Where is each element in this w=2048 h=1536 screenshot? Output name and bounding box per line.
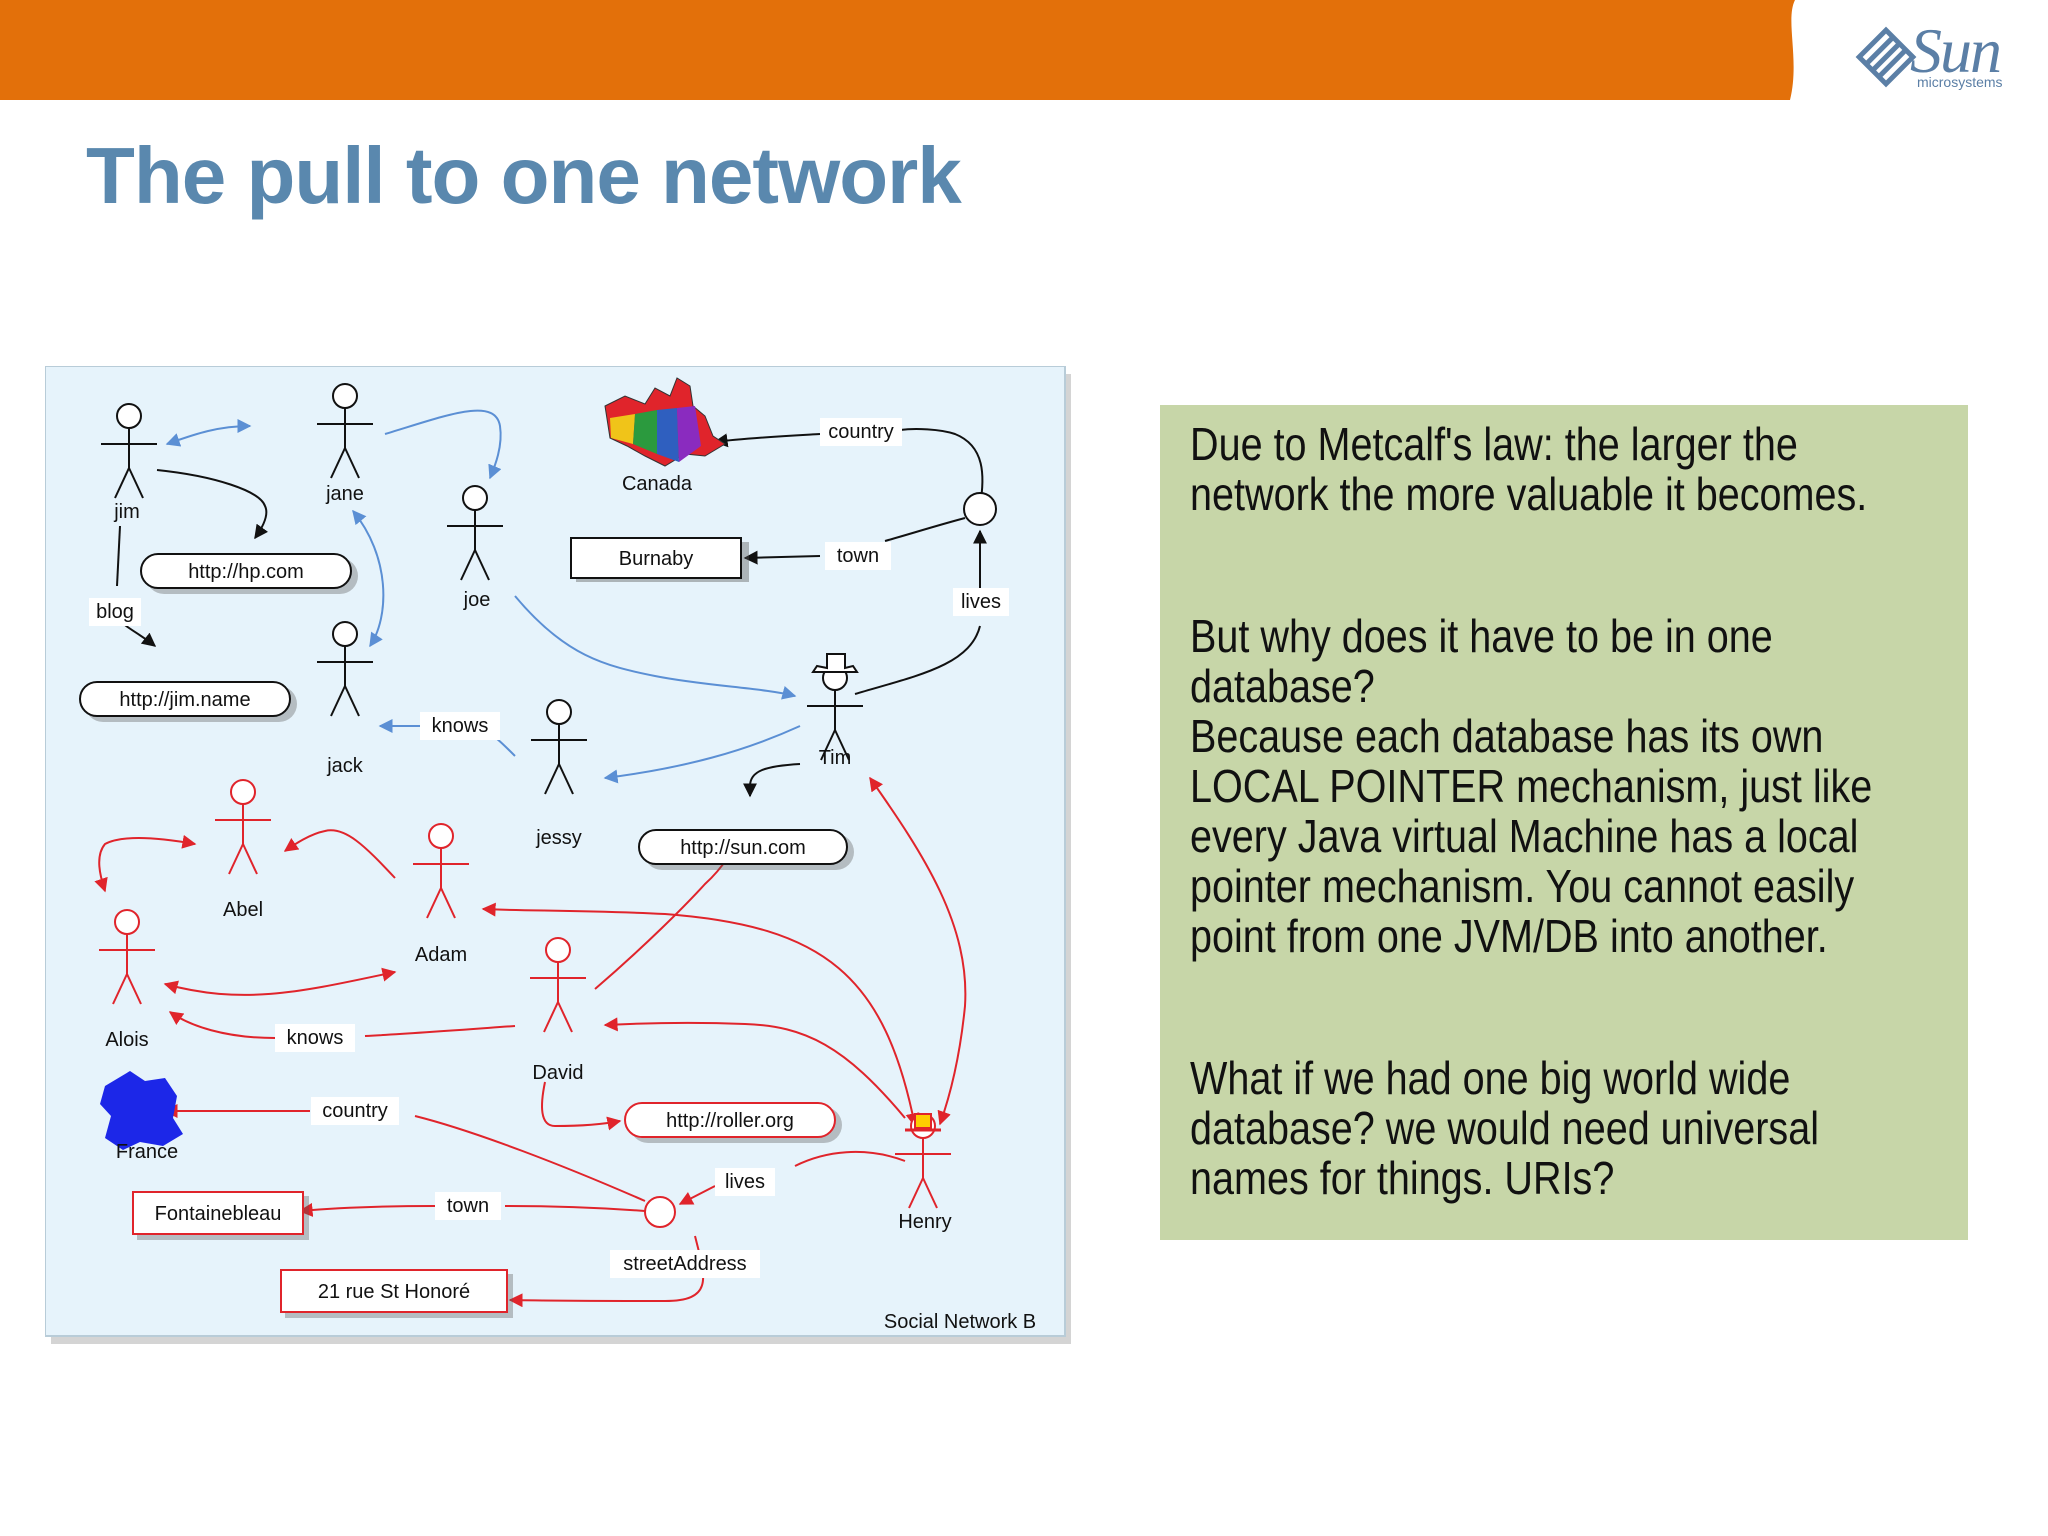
adam-abel-edge bbox=[283, 829, 396, 879]
tim-henry-edge bbox=[869, 776, 967, 1126]
edge-label-town-bottom: town bbox=[447, 1195, 489, 1217]
jane-joe-edge bbox=[384, 409, 502, 480]
country-canada-edge bbox=[713, 433, 821, 448]
edge-label-knows-top: knows bbox=[432, 715, 489, 737]
social-network-diagram: jim jane joe jack jessy Tim Abel Adam Al… bbox=[45, 366, 1071, 1344]
label-bg-country-top bbox=[820, 418, 902, 446]
label-jane: jane bbox=[325, 483, 364, 505]
brand-word: Sun bbox=[1910, 15, 2002, 86]
fireman-hat-icon bbox=[905, 1113, 941, 1132]
label-bg-town-bottom bbox=[435, 1192, 501, 1220]
canada-map-icon bbox=[604, 377, 726, 467]
town-burnaby-edge bbox=[743, 550, 821, 565]
label-bg-town-top bbox=[825, 542, 891, 570]
url-sun-pill bbox=[638, 829, 854, 870]
paragraph-why-one-db: But why does it have to be in one databa… bbox=[1190, 610, 1773, 712]
henry-david-edge bbox=[603, 1017, 906, 1119]
header-bar bbox=[0, 0, 1795, 100]
paragraph-local-pointer: Because each database has its own LOCAL … bbox=[1190, 710, 1873, 962]
jane-jack-edge bbox=[352, 509, 385, 648]
tim-sun-edge bbox=[743, 763, 801, 798]
blank-node-top bbox=[963, 492, 997, 526]
paragraph-universal-names: What if we had one big world wide databa… bbox=[1190, 1052, 1820, 1204]
label-abel: Abel bbox=[223, 899, 263, 921]
label-tim: Tim bbox=[819, 747, 852, 769]
label-henry: Henry bbox=[898, 1211, 951, 1233]
diagram-caption: Social Network B bbox=[884, 1311, 1036, 1333]
knows-alois-edge bbox=[168, 1011, 276, 1039]
street-country-edge bbox=[414, 1115, 646, 1202]
label-joe: joe bbox=[463, 589, 491, 611]
edge-label-lives-bottom: lives bbox=[725, 1171, 765, 1193]
node-country-edge bbox=[899, 428, 984, 507]
burnaby-box bbox=[570, 537, 749, 582]
edge-label-country-top: country bbox=[828, 421, 894, 443]
abel-alois-edge bbox=[94, 834, 197, 893]
david-roller-edge bbox=[541, 1081, 622, 1131]
label-jessy: jessy bbox=[535, 827, 582, 849]
alois-adam-edge bbox=[163, 967, 397, 996]
town-fontainebleau-edge bbox=[298, 1202, 436, 1217]
label-jack: jack bbox=[326, 755, 364, 777]
label-bg-lives-bottom bbox=[715, 1168, 775, 1196]
label-alois: Alois bbox=[105, 1029, 148, 1051]
url-sun-text: http://sun.com bbox=[680, 837, 806, 859]
label-bg-knows-top bbox=[420, 712, 500, 740]
edge-label-street-address: streetAddress bbox=[623, 1253, 746, 1275]
box-fontainebleau-text: Fontainebleau bbox=[155, 1203, 282, 1225]
label-jim: jim bbox=[113, 501, 140, 523]
edge-label-country-bottom: country bbox=[322, 1100, 388, 1122]
node-town-edge bbox=[884, 517, 966, 542]
sun-logo-icon bbox=[1855, 26, 1917, 88]
label-bg-blog bbox=[89, 598, 141, 626]
box-street-text: 21 rue St Honoré bbox=[318, 1281, 470, 1303]
label-bg-street-address bbox=[610, 1250, 760, 1278]
label-adam: Adam bbox=[415, 944, 467, 966]
cowboy-hat-icon bbox=[811, 653, 859, 673]
brand-sub: microsystems bbox=[1917, 74, 2003, 90]
label-france: France bbox=[116, 1141, 178, 1163]
edge-label-blog: blog bbox=[96, 601, 134, 623]
slide-title: The pull to one network bbox=[86, 131, 962, 220]
street-box bbox=[280, 1269, 513, 1318]
tim-jessy-edge bbox=[603, 725, 801, 784]
joe-tim-edge bbox=[514, 595, 797, 700]
label-david: David bbox=[532, 1062, 583, 1084]
lives-street-edge bbox=[678, 1185, 716, 1205]
url-jimname-text: http://jim.name bbox=[119, 689, 250, 711]
url-roller-text: http://roller.org bbox=[666, 1110, 794, 1132]
edge-label-town-top: town bbox=[837, 545, 879, 567]
url-jimname-pill bbox=[79, 681, 297, 722]
paragraph-metcalf: Due to Metcalf's law: the larger the net… bbox=[1190, 418, 1868, 520]
url-hp-pill bbox=[140, 553, 358, 594]
jim-hp-edge bbox=[156, 469, 269, 540]
tim-lives-edge bbox=[854, 625, 981, 695]
explanation-box: Due to Metcalf's law: the larger the net… bbox=[1160, 405, 1968, 1240]
jim-jane-edge bbox=[165, 419, 252, 447]
street-town-edge bbox=[504, 1205, 646, 1212]
henry-lives-edge bbox=[794, 1151, 906, 1167]
label-canada: Canada bbox=[622, 473, 693, 495]
edge-label-lives-top: lives bbox=[961, 591, 1001, 613]
sun-logo: Sun microsystems bbox=[1855, 15, 2035, 98]
blank-node-bottom bbox=[644, 1196, 676, 1228]
jim-blog-edge bbox=[116, 525, 121, 587]
label-bg-knows-bottom bbox=[275, 1024, 355, 1052]
url-hp-text: http://hp.com bbox=[188, 561, 304, 583]
france-map-icon bbox=[100, 1071, 183, 1150]
fontainebleau-box bbox=[132, 1191, 309, 1240]
box-burnaby-text: Burnaby bbox=[619, 548, 694, 570]
label-bg-country-bottom bbox=[311, 1097, 399, 1125]
edge-label-knows-bottom: knows bbox=[287, 1027, 344, 1049]
url-roller-pill bbox=[624, 1102, 842, 1143]
label-bg-lives-top bbox=[953, 588, 1009, 616]
